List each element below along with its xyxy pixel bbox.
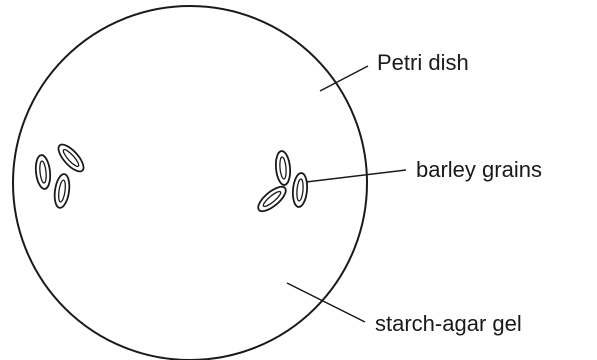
label-barley-grains: barley grains <box>416 159 542 181</box>
barley-grain <box>254 183 289 216</box>
grain-cluster-right <box>254 150 308 215</box>
grain-cluster-left <box>34 141 87 209</box>
barley-grain <box>292 172 309 207</box>
barley-grain <box>275 150 292 185</box>
label-starch-agar-gel: starch-agar gel <box>375 313 522 335</box>
leader-line-agar-gel <box>287 283 365 322</box>
leader-line-barley-grains <box>306 170 406 182</box>
barley-grain <box>34 154 51 189</box>
barley-grain <box>53 173 72 209</box>
label-petri-dish: Petri dish <box>377 52 469 74</box>
barley-grain <box>54 141 87 176</box>
